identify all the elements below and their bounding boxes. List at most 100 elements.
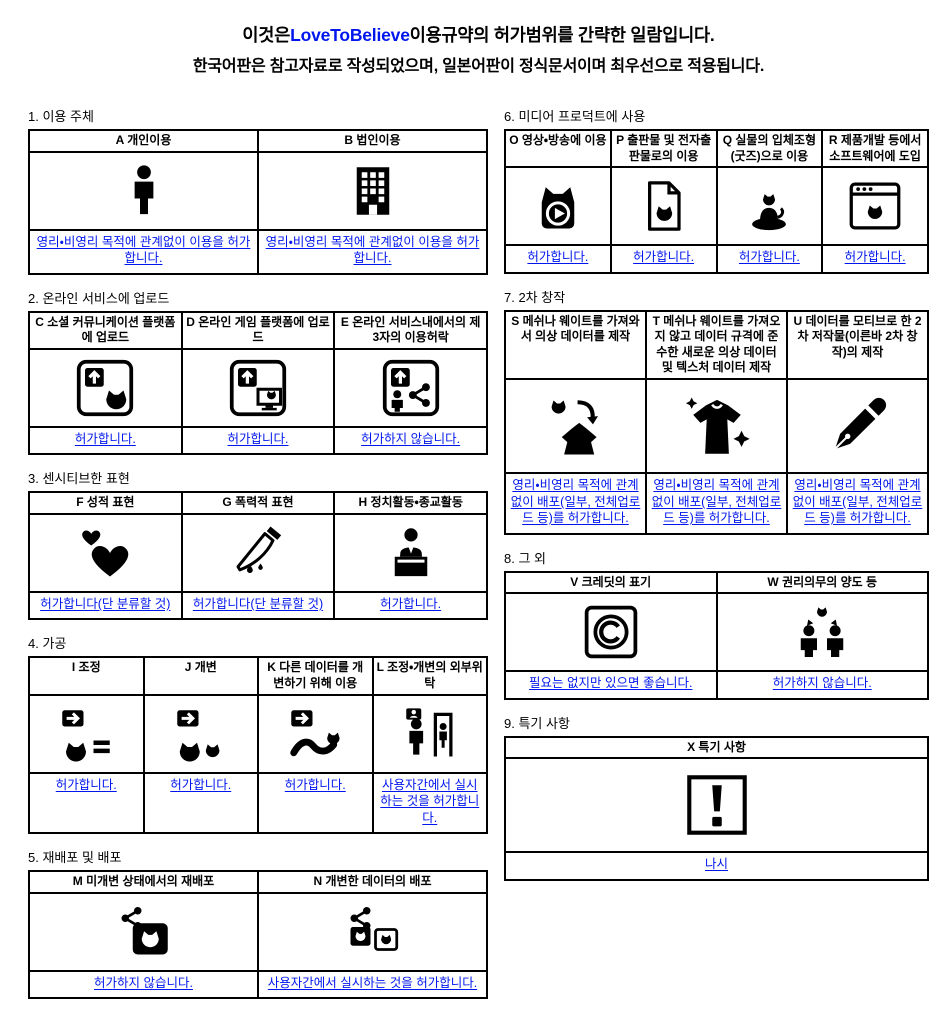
arrow-long-cat-icon xyxy=(263,704,368,764)
icon-cell-F xyxy=(28,512,183,593)
podium-speaker-icon xyxy=(339,523,482,583)
item-label-S: S 메쉬나 웨이트를 가져와서 의상 데이터를 제작 xyxy=(504,309,647,381)
title-pre: 이것은 xyxy=(242,25,291,45)
icon-cell-L xyxy=(371,693,488,774)
play-cat-icon xyxy=(510,176,606,236)
icon-cell-N xyxy=(257,891,488,972)
item-label-N: N 개변한 데이터의 배포 xyxy=(257,870,488,894)
icon-cell-A xyxy=(28,150,259,231)
section-heading: 6. 미디어 프로덕트에 사용 xyxy=(504,109,646,124)
result-S: 영리・비영리 목적에 관계없이 배포(일부, 전체업로드 등)를 허가합니다. xyxy=(504,472,647,535)
upload-cat-icon xyxy=(34,358,177,418)
building-icon xyxy=(263,161,482,221)
result-P: 허가합니다. xyxy=(609,244,718,274)
item-label-M: M 미개변 상태에서의 재배포 xyxy=(28,870,259,894)
icon-cell-X xyxy=(504,757,929,854)
item-label-F: F 성적 표현 xyxy=(28,491,183,515)
result-U: 영리・비영리 목적에 관계없이 배포(일부, 전체업로드 등)를 허가합니다. xyxy=(786,472,929,535)
result-M: 허가하지 않습니다. xyxy=(28,969,259,1000)
copyright-icon xyxy=(510,602,712,662)
section-heading: 2. 온라인 서비스에 업로드 xyxy=(28,290,170,306)
section-heading: 9. 특기 사항 xyxy=(504,715,570,731)
upload-monitor-icon xyxy=(187,358,330,418)
icon-cell-K xyxy=(257,693,374,774)
item-label-X: X 특기 사항 xyxy=(504,735,929,760)
result-A: 영리・비영리 목적에 관계없이 이용을 허가합니다. xyxy=(28,228,259,275)
result-F: 허가합니다(단 분류할 것) xyxy=(28,590,183,621)
item-label-C: C 소셜 커뮤니케이션 플랫폼에 업로드 xyxy=(28,310,183,350)
title-line-1: 이것은LoveToBelieve이용규약의 허가범위를 간략한 일람입니다. xyxy=(28,22,929,47)
result-J: 허가합니다. xyxy=(142,771,259,835)
person-door-icon xyxy=(378,704,483,764)
item-label-W: W 권리의무의 양도 등 xyxy=(715,570,929,595)
result-L: 사용자간에서 실시하는 것을 허가합니다. xyxy=(371,771,488,835)
pen-icon xyxy=(792,388,923,464)
icon-cell-P xyxy=(609,166,718,247)
icon-cell-B xyxy=(257,150,488,231)
item-label-I: I 조정 xyxy=(28,656,145,696)
result-G: 허가합니다(단 분류할 것) xyxy=(180,590,336,621)
icon-cell-O xyxy=(504,166,612,247)
result-K: 허가합니다. xyxy=(257,771,374,835)
dress-icon xyxy=(651,388,782,464)
result-Q: 허가합니다. xyxy=(715,244,824,274)
icon-cell-Q xyxy=(715,166,824,247)
result-O: 허가합니다. xyxy=(504,244,612,274)
document-cat-icon xyxy=(616,176,712,236)
icon-cell-W xyxy=(715,592,929,673)
item-label-E: E 온라인 서비스내에서의 제 3자의 이용허락 xyxy=(333,310,488,350)
cat-arrows-dress-icon xyxy=(510,388,641,464)
item-label-B: B 법인이용 xyxy=(257,129,488,153)
people-exchange-icon xyxy=(722,602,924,662)
arrow-two-cats-icon xyxy=(149,704,254,764)
result-E: 허가하지 않습니다. xyxy=(333,425,488,456)
figurine-cat-icon xyxy=(722,176,818,236)
icon-cell-I xyxy=(28,693,145,774)
exclamation-icon xyxy=(510,767,923,843)
page-title: 이것은LoveToBelieve이용규약의 허가범위를 간략한 일람입니다. 한… xyxy=(28,22,929,76)
section-heading: 4. 가공 xyxy=(28,636,67,652)
item-label-T: T 메쉬나 웨이트를 가져오지 않고 데이터 규격에 준수한 새로운 의상 데이… xyxy=(645,309,788,381)
icon-cell-J xyxy=(142,693,259,774)
result-D: 허가합니다. xyxy=(180,425,336,456)
share-two-boxes-icon xyxy=(263,902,482,962)
item-label-K: K 다른 데이터를 개변하기 위해 이용 xyxy=(257,656,374,696)
result-H: 허가합니다. xyxy=(333,590,488,621)
window-cat-icon xyxy=(827,176,923,236)
title-post: 이용규약의 허가범위를 간략한 일람입니다. xyxy=(409,25,715,45)
icon-cell-C xyxy=(28,347,183,428)
item-label-D: D 온라인 게임 플랫폼에 업로드 xyxy=(180,310,336,350)
icon-cell-U xyxy=(786,378,929,475)
section-heading: 3. 센시티브한 표현 xyxy=(28,471,130,487)
result-V: 필요는 없지만 있으면 좋습니다. xyxy=(504,670,718,700)
brand-name: LoveToBelieve xyxy=(290,25,410,45)
knife-icon xyxy=(187,523,330,583)
arrow-equals-icon xyxy=(34,704,139,764)
section-heading: 7. 2차 창작 xyxy=(504,289,566,305)
result-B: 영리・비영리 목적에 관계없이 이용을 허가합니다. xyxy=(257,228,488,275)
item-label-J: J 개변 xyxy=(142,656,259,696)
icon-cell-G xyxy=(180,512,336,593)
result-N: 사용자간에서 실시하는 것을 허가합니다. xyxy=(257,969,488,1000)
icon-cell-V xyxy=(504,592,718,673)
section-heading: 5. 재배포 및 배포 xyxy=(28,850,122,866)
icon-cell-R xyxy=(821,166,929,247)
person-icon xyxy=(34,161,253,221)
item-label-A: A 개인이용 xyxy=(28,129,259,153)
title-disclaimer: 한국어판은 참고자료로 작성되었으며, 일본어판이 정식문서이며 최우선으로 적… xyxy=(192,58,765,75)
item-label-U: U 데이터를 모티브로 한 2차 저작물(이른바 2차 창작)의 제작 xyxy=(786,309,929,381)
